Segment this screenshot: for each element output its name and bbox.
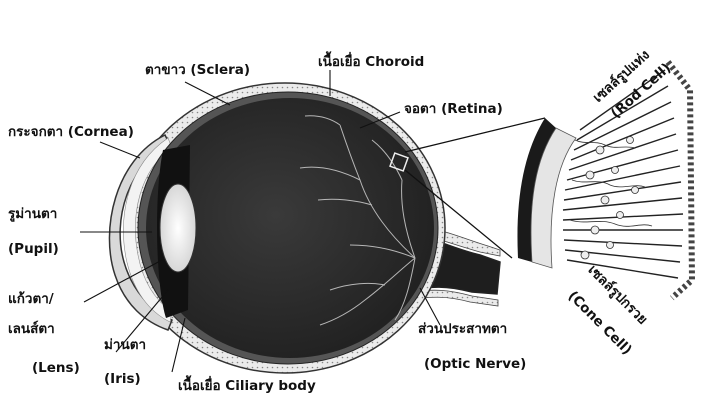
lens-label-en: (Lens) — [32, 360, 80, 376]
pupil-label-th: รูม่านตา — [8, 206, 57, 222]
cornea-label: กระจกตา (Cornea) — [8, 124, 134, 140]
sclera-label: ตาขาว (Sclera) — [145, 62, 250, 78]
pupil-label-en: (Pupil) — [8, 241, 59, 257]
iris-label-en: (Iris) — [104, 371, 141, 387]
retina-label: จอตา (Retina) — [404, 101, 503, 117]
choroid-label: เนื้อเยื่อ Choroid — [318, 54, 424, 70]
optic-nerve-label-th: ส่วนประสาทตา — [418, 321, 507, 337]
lens — [160, 184, 196, 272]
lens-label-th2: เลนส์ตา — [8, 321, 55, 337]
optic-nerve-label-en: (Optic Nerve) — [424, 356, 526, 372]
ciliary-label: เนื้อเยื่อ Ciliary body — [178, 378, 316, 394]
lens-label-th1: แก้วตา/ — [8, 291, 54, 307]
iris-label-th: ม่านตา — [104, 337, 146, 353]
